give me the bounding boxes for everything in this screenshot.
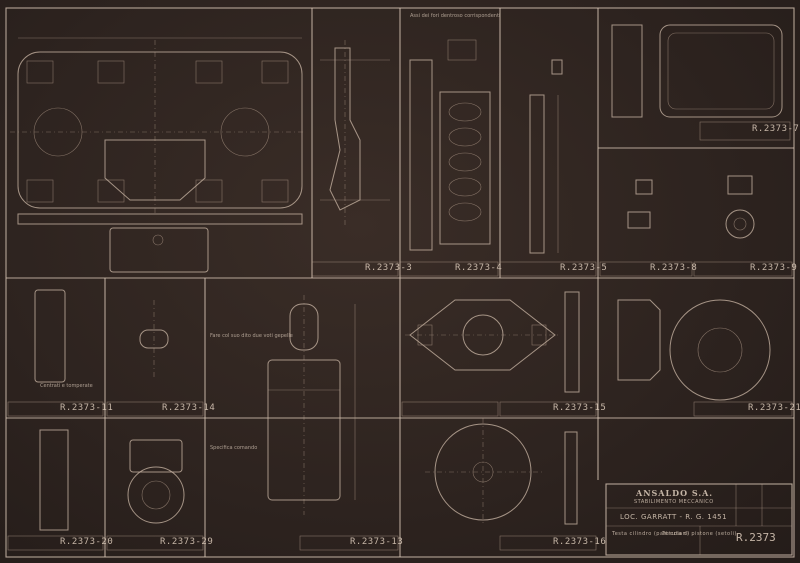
- title-division: STABILIMENTO MECCANICO: [634, 499, 714, 505]
- part-label-tables: [7, 121, 793, 551]
- title-part-desc-left: Testa cilindro (particolari): [612, 531, 690, 537]
- part-number-13: R.2373-13: [350, 537, 404, 547]
- part-number-29: R.2373-29: [160, 537, 214, 547]
- part-number-4: R.2373-4: [455, 263, 503, 273]
- part-number-15: R.2373-15: [553, 403, 607, 413]
- part-number-16: R.2373-16: [553, 537, 607, 547]
- boss-drawing: [617, 299, 771, 401]
- part-number-20: R.2373-20: [60, 537, 114, 547]
- note-cylinder: Fare col suo dito due voti gepelle: [210, 333, 293, 339]
- slotted-column-drawing: [409, 39, 491, 251]
- note-sheet-top: Assi dei fori dentroso corrispondenti: [410, 13, 501, 19]
- part-number-14: R.2373-14: [162, 403, 216, 413]
- flange-drawing: [405, 291, 580, 393]
- title-block-frame: [605, 483, 793, 556]
- part-number-9: R.2373-9: [750, 263, 798, 273]
- part-number-11: R.2373-11: [60, 403, 114, 413]
- plate-drawing: [10, 37, 305, 273]
- title-part-desc-right: Tenuta di pistone (setoli): [662, 531, 737, 537]
- bar-drawing: [529, 59, 563, 254]
- panel-grid: [6, 8, 794, 557]
- block-drawings: [34, 289, 185, 531]
- part-number-5: R.2373-5: [560, 263, 608, 273]
- profile-drawing: [320, 40, 390, 225]
- title-company: ANSALDO S.A.: [636, 488, 714, 498]
- cylinder-drawing: [267, 295, 356, 515]
- disc-drawing: [425, 418, 578, 525]
- part-number-7: R.2373-7: [752, 124, 800, 134]
- frame-drawing: [611, 24, 783, 118]
- title-locomotive: LOC. GARRATT - R. G. 1451: [620, 513, 728, 521]
- nut-drawing: [627, 175, 755, 239]
- part-number-21: R.2373-21: [748, 403, 800, 413]
- part-number-8: R.2373-8: [650, 263, 698, 273]
- note-cap: Centrati e tomperate: [40, 383, 93, 389]
- note-plug: Specifica comando: [210, 445, 258, 451]
- title-drawing-number: R.2373: [736, 531, 776, 544]
- part-number-3: R.2373-3: [365, 263, 413, 273]
